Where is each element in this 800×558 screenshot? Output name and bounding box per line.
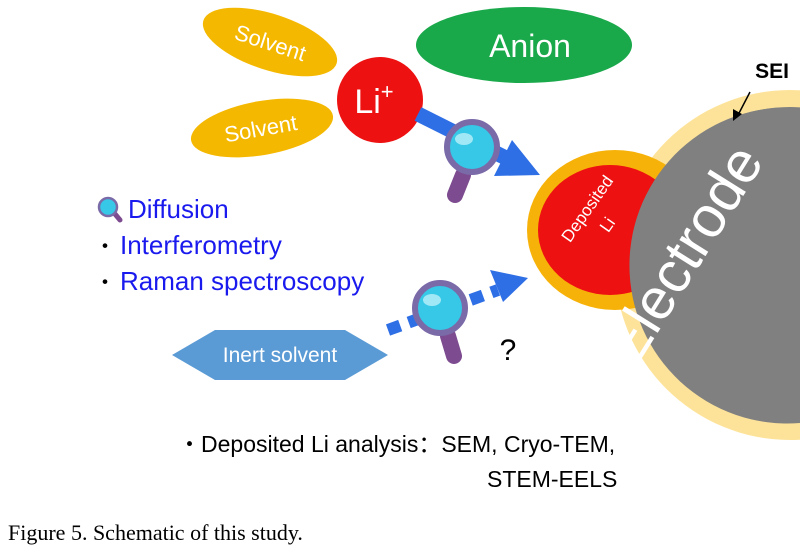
magnifier-icon-lower (412, 280, 468, 364)
li-ion-label: Li+ (354, 79, 393, 121)
magnifier-icon-upper (444, 119, 500, 203)
analysis-line-1: ・Deposited Li analysis：SEM, Cryo-TEM, (178, 431, 615, 457)
solvent-molecule-bottom (190, 98, 334, 158)
inert-solvent-label: Inert solvent (223, 344, 338, 367)
figure-caption: Figure 5. Schematic of this study. (8, 520, 303, 545)
li-ion-charge: + (381, 79, 394, 104)
analysis-line-2: STEM-EELS (487, 466, 617, 492)
anion-label: Anion (489, 28, 571, 64)
anion-molecule (416, 7, 632, 83)
method-bullet-1: ・ (94, 234, 116, 259)
diffusion-heading: Diffusion (128, 194, 229, 224)
diffusion-arrow-head (494, 140, 540, 176)
question-mark: ? (500, 334, 517, 367)
method-bullet-2: ・ (94, 270, 116, 295)
inert-solvent-shape (172, 330, 388, 380)
inert-diffusion-arrow-head (490, 270, 528, 302)
sei-label: SEI (755, 60, 789, 83)
magnifier-icon-small (97, 196, 123, 223)
method-item-interferometry: Interferometry (120, 230, 282, 260)
method-item-raman: Raman spectroscopy (120, 266, 364, 296)
electrode-front (629, 107, 800, 424)
inert-diffusion-arrow-shaft (385, 284, 501, 336)
li-ion (337, 57, 423, 143)
solvent-molecule-top (202, 7, 338, 77)
sei-pointer-head (733, 109, 742, 121)
